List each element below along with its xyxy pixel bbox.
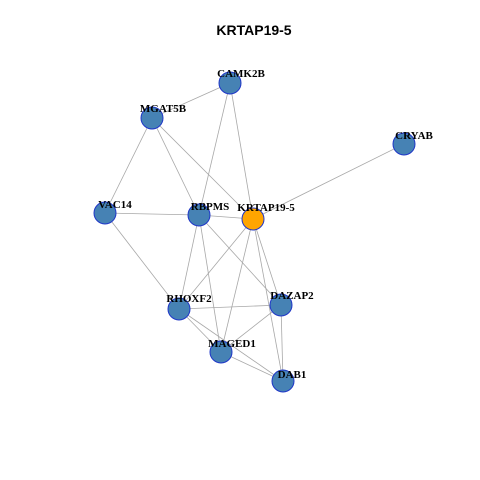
edge-krtap19-5-dazap2 xyxy=(252,218,282,306)
node-label-dab1: DAB1 xyxy=(278,369,307,381)
edge-krtap19-5-maged1 xyxy=(220,218,254,353)
edge-rbpms-maged1 xyxy=(198,214,222,353)
edge-mgat5b-vac14 xyxy=(104,117,153,214)
edge-rhoxf2-dazap2 xyxy=(178,304,282,310)
edge-camk2b-rbpms xyxy=(198,82,231,216)
edge-krtap19-5-dab1 xyxy=(252,218,284,382)
node-label-mgat5b: MGAT5B xyxy=(140,103,187,115)
node-label-krtap19-5: KRTAP19-5 xyxy=(237,202,295,214)
node-rbpms xyxy=(187,203,211,227)
edge-mgat5b-krtap19-5 xyxy=(151,117,254,220)
graph-title: KRTAP19-5 xyxy=(216,22,291,38)
node-mgat5b xyxy=(140,106,164,130)
node-camk2b xyxy=(218,71,242,95)
node-vac14 xyxy=(93,201,117,225)
edge-vac14-rhoxf2 xyxy=(104,212,180,310)
node-label-vac14: VAC14 xyxy=(98,199,132,211)
nodes-layer xyxy=(93,71,416,393)
edge-rbpms-rhoxf2 xyxy=(178,214,200,310)
node-rhoxf2 xyxy=(167,297,191,321)
node-label-camk2b: CAMK2B xyxy=(217,68,265,80)
node-cryab xyxy=(392,132,416,156)
edge-camk2b-mgat5b xyxy=(151,82,231,119)
node-label-dazap2: DAZAP2 xyxy=(270,290,314,302)
edge-dazap2-dab1 xyxy=(280,304,284,382)
edge-mgat5b-rbpms xyxy=(151,117,200,216)
node-label-rbpms: RBPMS xyxy=(191,201,230,213)
edge-vac14-rbpms xyxy=(104,212,200,216)
edge-camk2b-krtap19-5 xyxy=(229,82,254,220)
node-label-rhoxf2: RHOXF2 xyxy=(166,293,212,305)
node-krtap19-5 xyxy=(241,207,265,231)
node-label-cryab: CRYAB xyxy=(395,130,433,142)
node-maged1 xyxy=(209,340,233,364)
edges-layer xyxy=(104,82,405,382)
edge-dazap2-maged1 xyxy=(220,304,282,353)
node-label-maged1: MAGED1 xyxy=(208,338,256,350)
edge-cryab-krtap19-5 xyxy=(252,143,405,220)
edge-krtap19-5-rhoxf2 xyxy=(178,218,254,310)
node-dab1 xyxy=(271,369,295,393)
node-dazap2 xyxy=(269,293,293,317)
labels-layer: CAMK2B MGAT5B CRYAB VAC14 RBPMS KRTAP19-5RHOX… xyxy=(98,68,433,381)
edge-rhoxf2-dab1 xyxy=(178,308,284,382)
edge-rbpms-dazap2 xyxy=(198,214,282,306)
